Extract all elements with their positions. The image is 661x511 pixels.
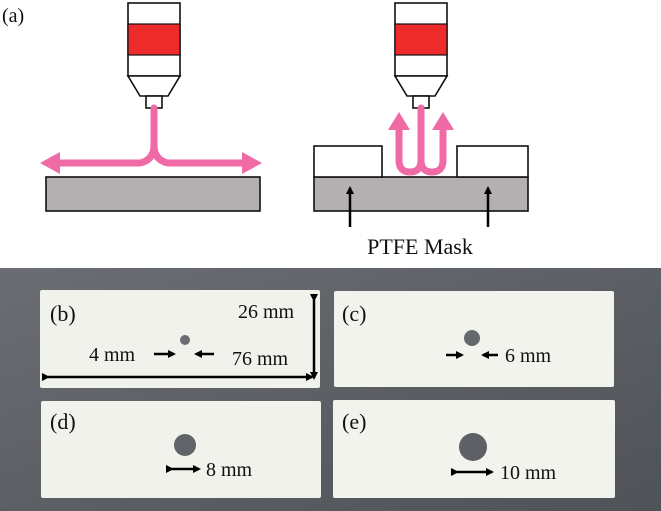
- left-substrate: [45, 176, 261, 212]
- hole-8mm: [174, 434, 196, 456]
- panel-d-hole-label: 8 mm: [206, 459, 253, 481]
- right-jet-arrowhead-right: [432, 112, 454, 130]
- panel-c-label: (c): [342, 301, 366, 326]
- right-nozzle-band: [394, 23, 448, 56]
- left-jet-stream: [50, 104, 158, 167]
- left-jet-arrowhead-left: [40, 152, 60, 174]
- left-jet: [50, 104, 252, 167]
- right-substrate: [313, 176, 529, 212]
- photo-panel: (b) 26 mm 76 mm 4 mm (c) 6 mm (d) 8 mm (…: [0, 268, 661, 511]
- left-nozzle-taper: [126, 75, 182, 97]
- panel-e-label: (e): [342, 409, 366, 434]
- panel-a: (a): [2, 2, 529, 259]
- right-jet-arrowhead-left: [388, 112, 410, 130]
- panel-d-label: (d): [50, 409, 76, 434]
- left-jet-stream-right: [150, 141, 252, 167]
- left-jet-arrowhead-right: [242, 152, 262, 174]
- panel-b-width-label: 76 mm: [232, 348, 289, 370]
- right-nozzle-taper: [393, 75, 449, 97]
- hole-6mm: [464, 330, 480, 346]
- right-jet-stream-b: [417, 126, 447, 176]
- left-nozzle: [126, 2, 182, 109]
- right-nozzle: [393, 2, 449, 109]
- mask-label: PTFE Mask: [367, 234, 473, 259]
- panel-e-hole-label: 10 mm: [500, 462, 557, 484]
- panel-a-label: (a): [2, 5, 24, 27]
- right-jet: [395, 104, 447, 176]
- left-nozzle-band: [127, 23, 181, 56]
- hole-4mm: [180, 335, 190, 345]
- slide-b: [40, 290, 320, 388]
- panel-b-height-label: 26 mm: [238, 301, 295, 323]
- panel-c-hole-label: 6 mm: [505, 345, 552, 367]
- mask-left-block: [313, 145, 383, 178]
- hole-10mm: [459, 433, 487, 461]
- panel-b-hole-label: 4 mm: [89, 344, 136, 366]
- panel-b-label: (b): [50, 301, 76, 326]
- mask-right-block: [456, 145, 529, 178]
